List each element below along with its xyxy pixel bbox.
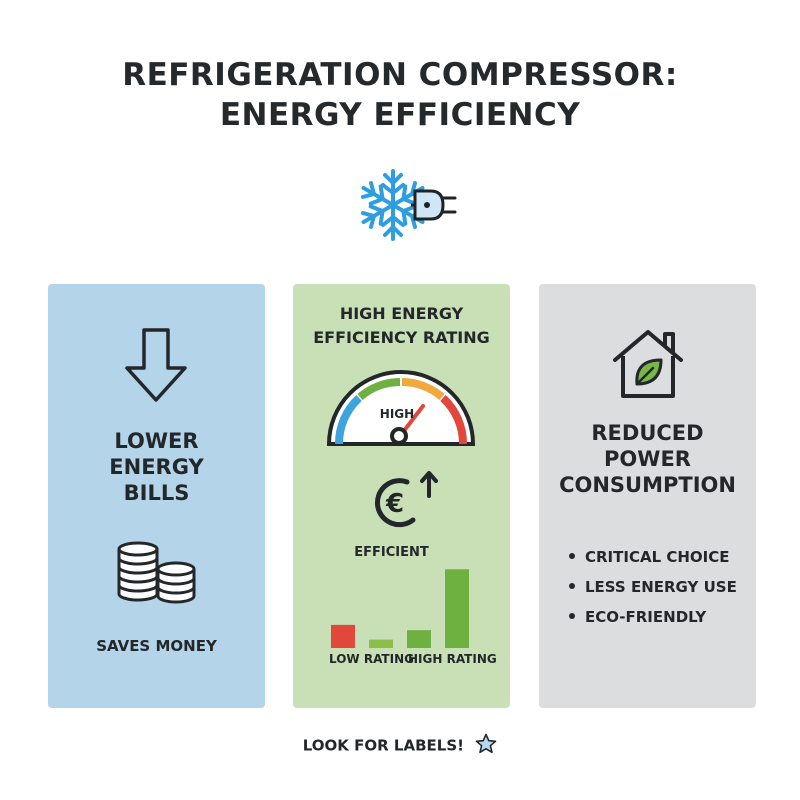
efficiency-rating-heading: HIGH ENERGY EFFICIENCY RATING: [293, 302, 510, 350]
rating-bar-chart: [331, 569, 469, 648]
heading-line: ENERGY: [109, 455, 204, 479]
heading-line: LOWER: [114, 429, 199, 453]
eco-house-icon: [613, 330, 683, 398]
plug-icon: [411, 189, 457, 221]
reduced-consumption-heading: REDUCED POWER CONSUMPTION: [539, 420, 756, 498]
snowflake-icon: [356, 169, 430, 241]
heading-line: BILLS: [123, 481, 190, 505]
heading-line: POWER: [604, 447, 691, 471]
rating-bar: [407, 630, 431, 648]
bullet-text: LESS ENERGY USE: [585, 578, 737, 596]
snowflake-plug-icon: [356, 169, 457, 241]
title-line-2: ENERGY EFFICIENCY: [219, 97, 581, 133]
bullet-icon: [569, 612, 575, 619]
lower-bills-heading: LOWER ENERGY BILLS: [48, 428, 265, 506]
efficient-label: EFFICIENT: [354, 545, 429, 560]
heading-line: EFFICIENCY RATING: [313, 328, 490, 347]
rating-bar: [445, 569, 469, 648]
panel-reduced-consumption: REDUCED POWER CONSUMPTION CRITICAL CHOIC…: [539, 284, 756, 708]
footer-callout: LOOK FOR LABELS!: [0, 733, 800, 757]
bullet-text: ECO-FRIENDLY: [585, 608, 707, 626]
list-item: CRITICAL CHOICE: [569, 542, 737, 572]
list-item: ECO-FRIENDLY: [569, 602, 737, 632]
low-rating-label: LOW RATING: [329, 652, 414, 666]
title-line-1: REFRIGERATION COMPRESSOR:: [122, 57, 678, 93]
footer-text: LOOK FOR LABELS!: [302, 736, 464, 755]
coins-icon: [117, 541, 196, 604]
heading-line: REDUCED: [591, 421, 704, 445]
panel-lower-bills: LOWER ENERGY BILLS: [48, 284, 265, 708]
benefit-list: CRITICAL CHOICE LESS ENERGY USE ECO-FRIE…: [569, 542, 737, 632]
heading-line: CONSUMPTION: [559, 473, 736, 497]
bullet-icon: [569, 582, 575, 589]
page-title: REFRIGERATION COMPRESSOR: ENERGY EFFICIE…: [0, 55, 800, 135]
high-rating-label: HIGH RATING: [408, 652, 497, 666]
gauge-high-label: HIGH: [380, 407, 414, 421]
euro-up-icon: €: [374, 471, 438, 528]
svg-text:€: €: [385, 489, 404, 519]
list-item: LESS ENERGY USE: [569, 572, 737, 602]
heading-line: HIGH ENERGY: [339, 304, 464, 323]
down-arrow-icon: [125, 328, 187, 402]
saves-money-label: SAVES MONEY: [96, 637, 217, 655]
panel-efficiency-rating: HIGH ENERGY EFFICIENCY RATING HIGH € EFF…: [293, 284, 510, 708]
rating-bar: [331, 624, 355, 648]
star-icon: [475, 733, 497, 754]
bullet-text: CRITICAL CHOICE: [585, 548, 730, 566]
gauge-icon: HIGH: [326, 370, 476, 446]
bullet-icon: [569, 552, 575, 559]
rating-bar: [369, 639, 393, 648]
